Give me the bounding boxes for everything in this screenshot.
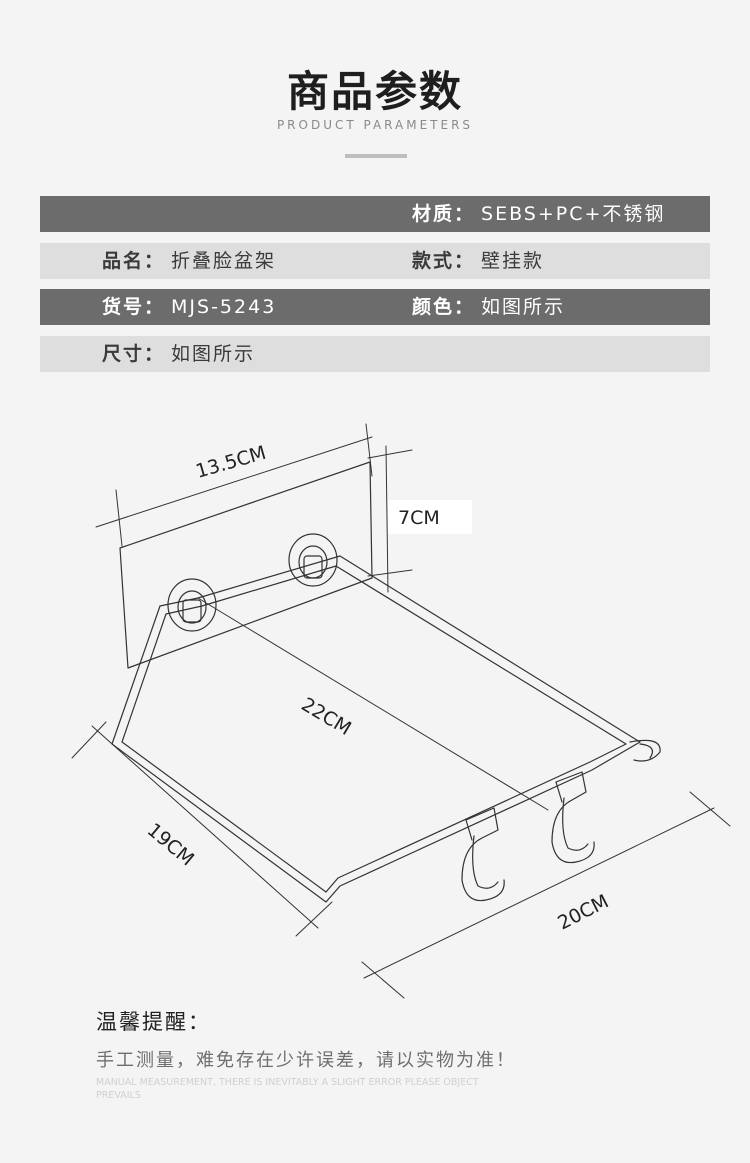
sku-value: MJS-5243	[171, 296, 277, 318]
name-label: 品名：	[102, 250, 166, 272]
color-value: 如图所示	[481, 296, 566, 318]
hook-right	[551, 771, 595, 864]
param-row-name-style: 品名：折叠脸盆架 款式：壁挂款	[40, 243, 710, 279]
reminder-title: 温馨提醒：	[96, 1010, 211, 1034]
size-label: 尺寸：	[102, 343, 166, 365]
dim-label-depth: 22CM	[297, 693, 354, 740]
title-divider	[345, 154, 407, 158]
mount-left	[167, 578, 217, 632]
dim-depth	[197, 597, 549, 811]
dim-side	[71, 721, 333, 937]
color-label: 颜色：	[412, 296, 476, 318]
reminder-english: MANUAL MEASUREMENT, THERE IS INEVITABLY …	[96, 1077, 479, 1101]
dim-plate-height	[367, 445, 413, 593]
dim-label-height-bg	[388, 500, 472, 534]
style-value: 壁挂款	[481, 250, 545, 272]
color-cell: 颜色：如图所示	[412, 289, 565, 325]
dim-label-side: 19CM	[143, 819, 198, 870]
material-value: SEBS+PC+不锈钢	[481, 203, 666, 225]
dim-front	[361, 791, 731, 999]
material-label: 材质：	[412, 203, 476, 225]
dim-label-plate-width: 13.5CM	[193, 442, 268, 483]
style-label: 款式：	[412, 250, 476, 272]
size-cell: 尺寸：如图所示	[102, 336, 255, 372]
name-value: 折叠脸盆架	[171, 250, 277, 272]
size-value: 如图所示	[171, 343, 256, 365]
page-subtitle: PRODUCT PARAMETERS	[276, 118, 474, 132]
param-row-size: 尺寸：如图所示	[40, 336, 710, 372]
product-dimension-diagram: 13.5CM 7CM 22CM 19CM 20CM	[71, 423, 731, 999]
sku-cell: 货号：MJS-5243	[102, 289, 276, 325]
dim-label-plate-height: 7CM	[398, 507, 440, 529]
frame-wire	[111, 555, 661, 903]
sku-label: 货号：	[102, 296, 166, 318]
wall-plate	[119, 461, 373, 669]
dim-plate-width	[95, 423, 373, 547]
reminder-text: 手工测量，难免存在少许误差，请以实物为准！	[96, 1050, 516, 1071]
param-row-material: 材质：SEBS+PC+不锈钢	[40, 196, 710, 232]
material-cell: 材质：SEBS+PC+不锈钢	[412, 196, 665, 232]
name-cell: 品名：折叠脸盆架	[102, 243, 276, 279]
dim-label-front: 20CM	[554, 890, 612, 934]
page-title: 商品参数	[286, 67, 463, 116]
hook-left	[461, 807, 505, 902]
param-row-sku-color: 货号：MJS-5243 颜色：如图所示	[40, 289, 710, 325]
style-cell: 款式：壁挂款	[412, 243, 544, 279]
